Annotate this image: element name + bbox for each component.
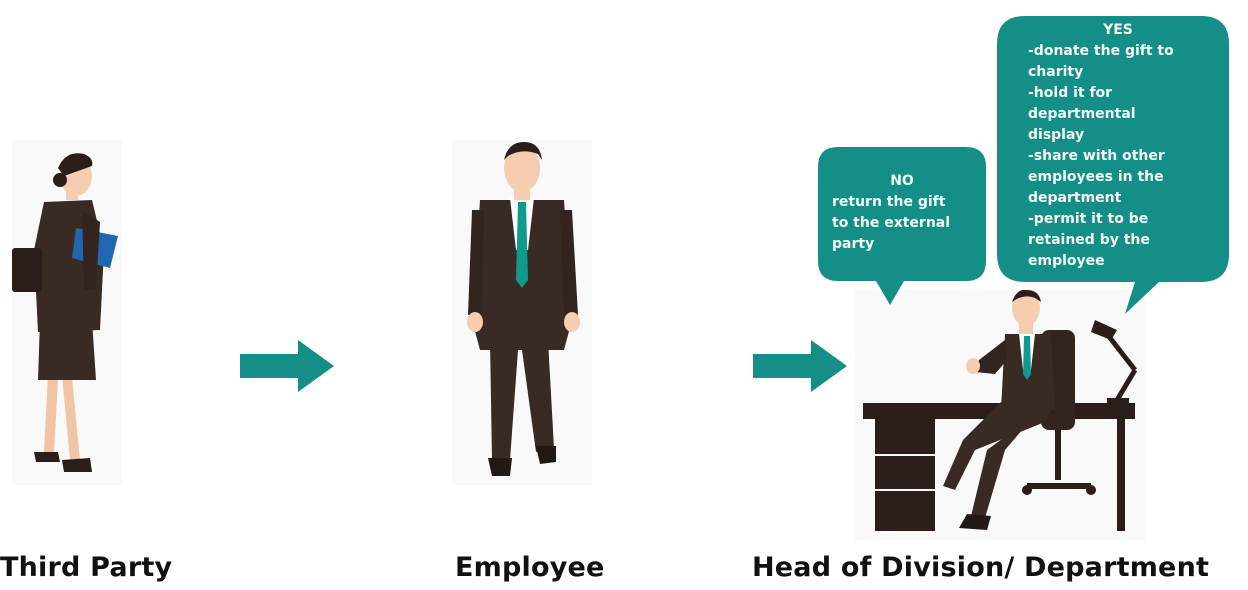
yes-bubble-text: YES -donate the gift to charity -hold it… xyxy=(1028,20,1208,272)
right-arrow-icon xyxy=(240,340,334,392)
employee-label: Employee xyxy=(455,552,605,583)
yes-bubble-line: display xyxy=(1028,127,1085,143)
no-bubble-line: return the gift xyxy=(832,194,946,210)
third-party-figure xyxy=(12,140,122,485)
yes-bubble-title: YES xyxy=(1103,22,1133,38)
yes-speech-bubble xyxy=(997,16,1229,314)
yes-bubble-line: retained by the xyxy=(1028,232,1150,248)
yes-bubble-line: departmental xyxy=(1028,106,1136,122)
yes-bubble-line: employees in the xyxy=(1028,169,1164,185)
no-bubble-line: party xyxy=(832,236,875,252)
yes-bubble-line: -share with other xyxy=(1028,148,1165,164)
yes-bubble-line: charity xyxy=(1028,64,1084,80)
yes-bubble-line: -hold it for xyxy=(1028,85,1113,101)
no-bubble-title: NO xyxy=(890,173,914,189)
yes-bubble-line: -donate the gift to xyxy=(1028,43,1174,59)
no-bubble-line: to the external xyxy=(832,215,951,231)
right-arrow-icon xyxy=(753,340,847,392)
no-bubble-text: NO return the gift to the external party xyxy=(832,171,972,255)
yes-bubble-line: employee xyxy=(1028,253,1105,269)
head-of-division-label: Head of Division/ Department xyxy=(752,552,1210,583)
no-speech-bubble xyxy=(818,147,986,305)
third-party-label: Third Party xyxy=(0,552,173,583)
head-of-division-figure xyxy=(855,290,1145,540)
yes-bubble-line: -permit it to be xyxy=(1028,211,1149,227)
employee-figure xyxy=(452,140,592,485)
yes-bubble-line: department xyxy=(1028,190,1122,206)
